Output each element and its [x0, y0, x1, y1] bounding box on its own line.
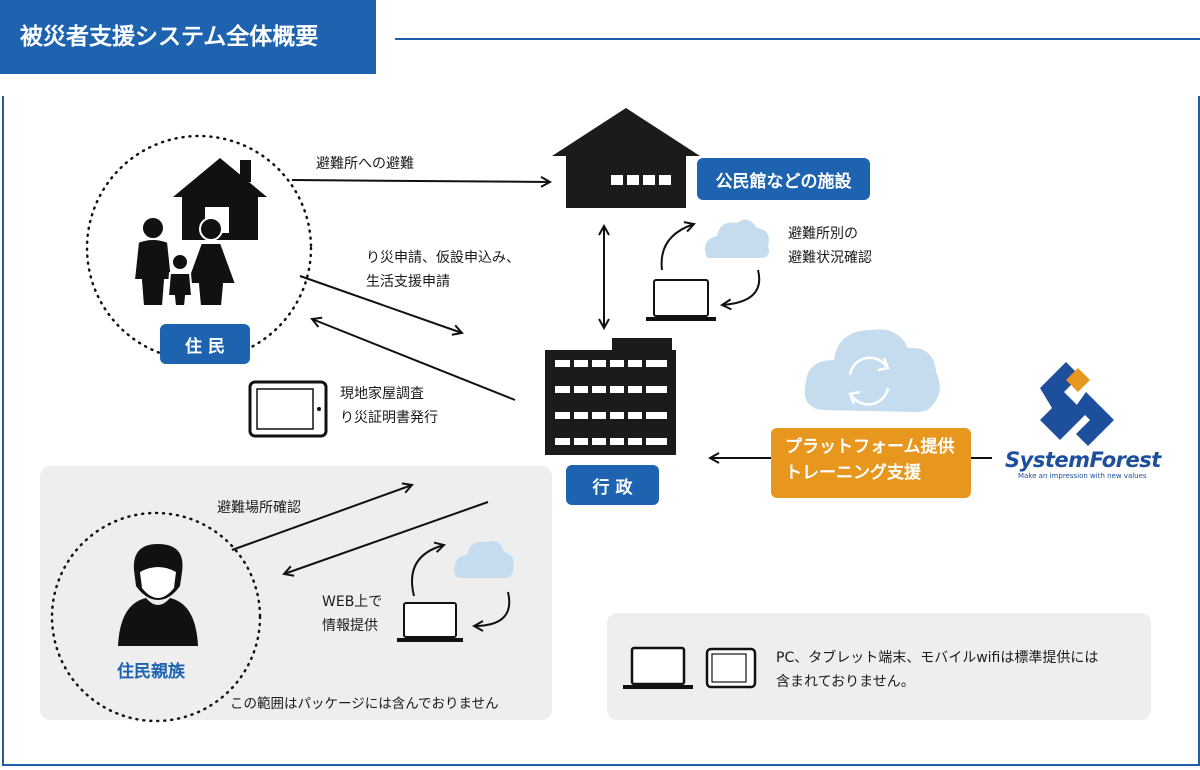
government-building-icon — [545, 338, 676, 455]
label-web-2: 情報提供 — [322, 618, 378, 634]
label-status-2: 避難状況確認 — [788, 250, 872, 266]
relatives-panel — [40, 466, 552, 720]
loop-arrow-up — [660, 224, 694, 271]
devices-note-panel — [607, 613, 1151, 720]
label-evacuation: 避難所への避難 — [316, 156, 414, 172]
systemforest-tagline: Make an impression with new values — [1018, 472, 1147, 480]
platform-support-box: プラットフォーム提供 トレーニング支援 — [771, 428, 971, 498]
residents-label: 住 民 — [160, 324, 250, 364]
facility-building-icon — [552, 108, 700, 208]
web-loop-arrow-up — [411, 545, 444, 597]
package-scope-note: この範囲はパッケージには含んでおりません — [230, 696, 499, 712]
arrow-survey — [312, 319, 516, 401]
web-loop-arrow-down — [474, 591, 511, 626]
label-applications-1: り災申請、仮設申込み、 — [366, 250, 520, 266]
devices-note-2: 含まれておりません。 — [776, 674, 915, 690]
content-frame — [2, 96, 1200, 766]
platform-line-1: プラットフォーム提供 — [785, 437, 955, 457]
sync-icon — [848, 356, 890, 406]
platform-line-2: トレーニング支援 — [785, 463, 921, 483]
web-cloud-icon — [454, 541, 514, 578]
note-tablet-icon — [705, 647, 757, 689]
relatives-circle — [50, 511, 262, 723]
arrow-applications — [299, 275, 462, 333]
laptop-icon — [646, 279, 716, 321]
label-confirm-location: 避難場所確認 — [217, 500, 301, 516]
government-label: 行 政 — [566, 465, 659, 505]
person-icon — [118, 544, 198, 646]
relatives-label: 住民親族 — [117, 662, 185, 682]
family-icon — [132, 216, 238, 307]
note-laptop-icon — [623, 646, 693, 689]
label-status-1: 避難所別の — [788, 226, 858, 242]
arrow-web-info — [284, 501, 489, 574]
label-applications-2: 生活支援申請 — [366, 274, 450, 290]
label-survey-1: 現地家屋調査 — [340, 386, 424, 402]
label-web-1: WEB上で — [322, 594, 383, 610]
devices-note-1: PC、タブレット端末、モバイルwifiは標準提供には — [776, 650, 1099, 666]
systemforest-logo-mark — [1040, 362, 1114, 446]
arrow-confirm-location — [231, 485, 412, 551]
arrow-evacuation — [291, 180, 550, 182]
page-title: 被災者支援システム全体概要 — [0, 0, 376, 74]
cloud-icon — [704, 219, 769, 258]
web-laptop-icon — [397, 602, 463, 642]
label-survey-2: り災証明書発行 — [340, 410, 438, 426]
loop-arrow-down — [722, 269, 761, 305]
systemforest-logo-text: SystemForest — [1005, 448, 1161, 472]
tablet-icon — [248, 380, 328, 438]
facility-label: 公民館などの施設 — [697, 158, 870, 200]
platform-cloud-icon — [804, 329, 940, 412]
title-rule — [395, 38, 1200, 40]
